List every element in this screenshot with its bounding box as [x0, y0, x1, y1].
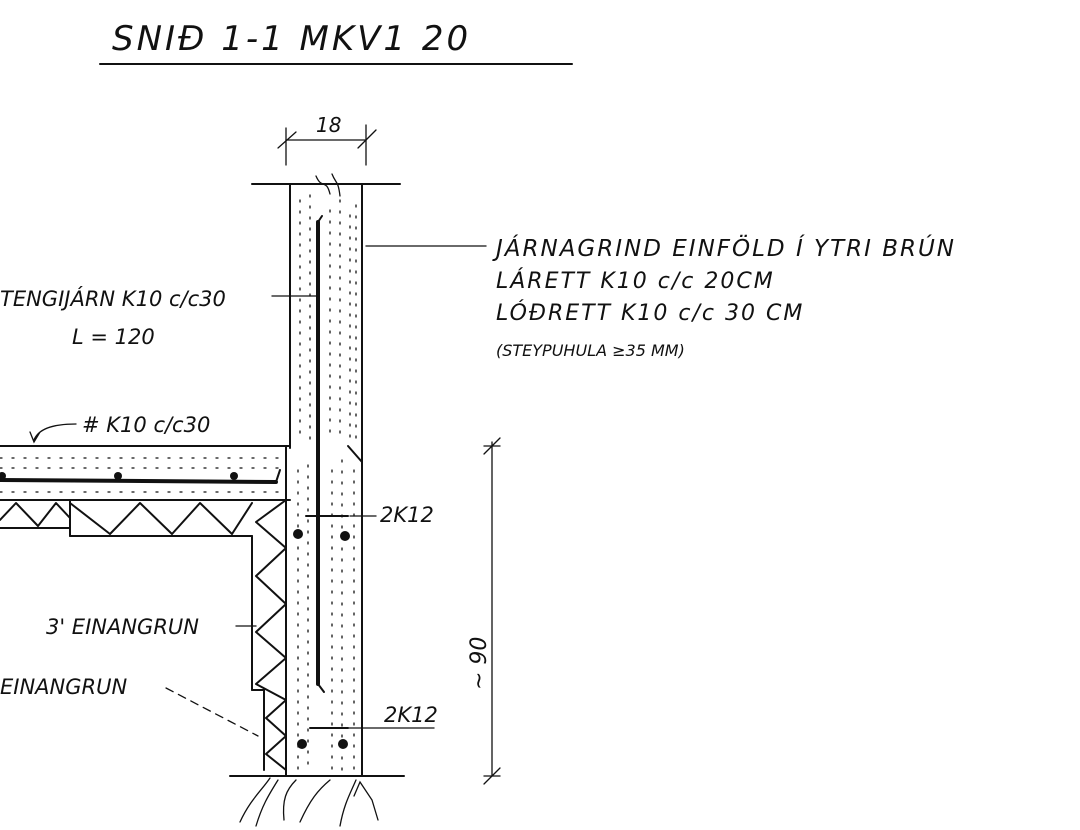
- ground-roots: [239, 777, 379, 827]
- slab-rebar-dot: [0, 472, 6, 480]
- note-line-2: LÁRETT K10 c/c 20CM: [496, 268, 775, 294]
- rebar-bottom-dot: [338, 739, 348, 749]
- wall-thickness-label: 18: [316, 113, 341, 137]
- break-symbol: [315, 173, 341, 197]
- rebar-bottom-label: 2K12: [384, 703, 438, 727]
- height-label: ~ 90: [467, 637, 492, 690]
- upper-wall: [289, 183, 363, 777]
- foundation-wall: [285, 445, 363, 777]
- tengijarn-label: TENGIJÁRN K10 c/c30: [0, 286, 226, 311]
- rebar-bottom-dot: [297, 739, 307, 749]
- note-line-3: LÓÐRETT K10 c/c 30 CM: [496, 300, 804, 326]
- insulation-3-label: 3' EINANGRUN: [46, 615, 199, 639]
- wall-insulation: [251, 499, 287, 771]
- note-line-1: JÁRNAGRIND EINFÖLD Í YTRI BRÚN: [492, 234, 956, 262]
- height-dimension: ~ 90: [467, 437, 501, 785]
- tengijarn-length-label: L = 120: [72, 325, 155, 349]
- insulation-leader: [165, 687, 259, 737]
- rebar-top-dot: [340, 531, 350, 541]
- floor-slab: [0, 445, 291, 501]
- note-line-4: (STEYPUHULA ≥35 MM): [496, 341, 685, 360]
- slab-rebar-line: [0, 478, 278, 484]
- insulation-label: EINANGRUN: [0, 675, 127, 699]
- rebar-top-dot: [293, 529, 303, 539]
- slab-rebar-dot: [114, 472, 122, 480]
- slab-rebar-label: # K10 c/c30: [82, 413, 210, 437]
- wall-thickness-dimension: 18: [277, 113, 377, 166]
- rebar-top-label: 2K12: [380, 503, 434, 527]
- drawing-title: SNIÐ 1-1 MKV1 20: [112, 19, 471, 59]
- slab-rebar-leader: [29, 423, 77, 444]
- slab-rebar-dot: [230, 472, 238, 480]
- slab-insulation: [0, 499, 253, 537]
